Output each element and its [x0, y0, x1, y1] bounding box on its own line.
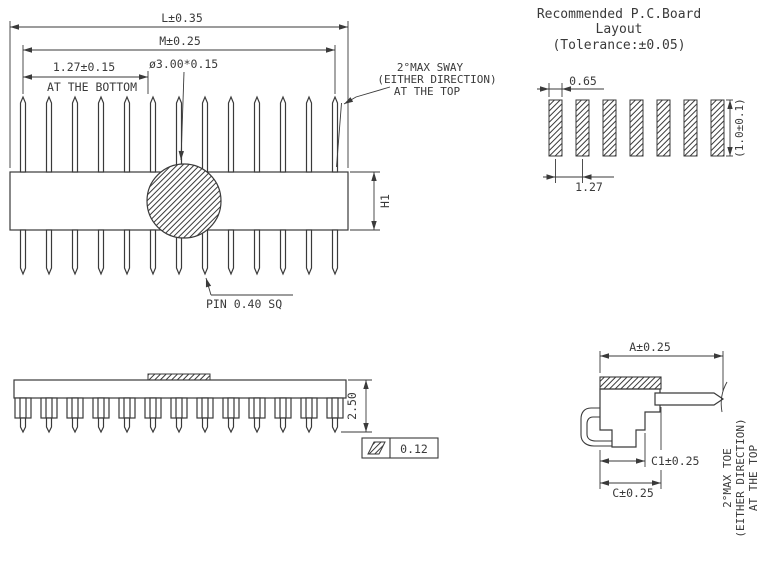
dim-a-label: A±0.25: [629, 340, 671, 354]
pin-unit: [222, 397, 240, 433]
pin-unit: [14, 397, 32, 433]
pcb-title-line2: Layout: [596, 22, 643, 37]
pin: [227, 229, 235, 275]
sway-pin-line: [336, 102, 342, 168]
pcb-layout-view: Recommended P.C.Board Layout (Tolerance:…: [537, 7, 746, 194]
pin-detail-view: A±0.25 C1±0.25 C±0.25 2°MAX TOE (EITHER …: [580, 340, 760, 538]
sway-leader: [343, 86, 391, 105]
pin: [253, 96, 261, 173]
pitch-location-note: AT THE BOTTOM: [47, 80, 137, 94]
pin: [97, 229, 105, 275]
pin-unit: [196, 397, 214, 433]
solder-pad: [710, 99, 725, 157]
pad-pitch-label: 1.27: [575, 180, 603, 194]
pin-dimension-lines: [599, 351, 724, 489]
pin: [331, 229, 339, 275]
pin: [279, 229, 287, 275]
toe-note-line2: (EITHER DIRECTION): [734, 418, 747, 537]
pin-body: [599, 388, 661, 448]
pin-callout-leader: [205, 277, 293, 296]
solder-pad: [548, 99, 563, 157]
pickup-pad: [147, 373, 211, 381]
pin-unit: [144, 397, 162, 433]
pin: [175, 96, 183, 173]
pin: [123, 229, 131, 275]
flatness-symbol-icon: [367, 441, 386, 455]
solder-pad: [656, 99, 671, 157]
toe-arc: [720, 381, 728, 413]
solder-pad: [629, 99, 644, 157]
pin-unit: [170, 397, 188, 433]
pin: [305, 96, 313, 173]
pin-unit: [274, 397, 292, 433]
pin-unit: [300, 397, 318, 433]
hole-section: [146, 163, 222, 239]
pin: [123, 96, 131, 173]
pin: [71, 96, 79, 173]
pcb-title-line3: (Tolerance:±0.05): [552, 38, 685, 53]
pin: [45, 229, 53, 275]
solder-foot: [580, 407, 612, 447]
solder-pad: [575, 99, 590, 157]
sway-note-line1: 2°MAX SWAY: [397, 61, 464, 74]
flatness-value: 0.12: [400, 442, 428, 456]
pin-unit: [326, 397, 344, 433]
solder-pads: [548, 99, 725, 157]
solder-foot-inner: [586, 416, 612, 442]
pin: [45, 96, 53, 173]
flatness-callout: 0.12: [361, 437, 439, 459]
pin-unit: [66, 397, 84, 433]
solder-pad: [683, 99, 698, 157]
pin: [19, 229, 27, 275]
side-body: [13, 379, 347, 399]
pin: [97, 96, 105, 173]
sway-note-line3: AT THE TOP: [394, 85, 461, 98]
pad-length-label: (1.0±0.1): [733, 98, 746, 158]
toe-note-line3: AT THE TOP: [747, 445, 760, 512]
pin: [227, 96, 235, 173]
dim-pitch-label: 1.27±0.15: [53, 60, 115, 74]
hole-leader: [178, 71, 185, 161]
pin: [149, 229, 157, 275]
hole-dim-label: ø3.00*0.15: [149, 57, 218, 71]
sway-note-line2: (EITHER DIRECTION): [377, 73, 496, 86]
dim-h1-label: H1: [378, 194, 392, 208]
pin-size-callout: PIN 0.40 SQ: [206, 297, 282, 311]
side-height-label: 2.50: [345, 392, 359, 420]
pin: [253, 229, 261, 275]
pin: [149, 96, 157, 173]
top-pins: [19, 96, 339, 173]
pin-unit: [248, 397, 266, 433]
solder-pad: [602, 99, 617, 157]
pin: [279, 96, 287, 173]
toe-note-line1: 2°MAX TOE: [721, 448, 734, 508]
front-view: L±0.35 M±0.25 1.27±0.15 AT THE BOTTOM ø3…: [9, 11, 497, 311]
dim-c-label: C±0.25: [612, 486, 654, 500]
side-dimension-lines: [341, 379, 372, 433]
side-view: 2.50 0.12: [13, 373, 439, 459]
dim-l-label: L±0.35: [161, 11, 203, 25]
pin-beam: [654, 392, 725, 406]
pin-unit: [118, 397, 136, 433]
pin-cap: [599, 376, 662, 390]
pcb-title-line1: Recommended P.C.Board: [537, 7, 701, 22]
pin: [19, 96, 27, 173]
pin: [71, 229, 79, 275]
pin: [305, 229, 313, 275]
pin-unit: [92, 397, 110, 433]
pin: [201, 96, 209, 173]
dimension-lines: [10, 24, 377, 230]
pin-unit: [40, 397, 58, 433]
pad-width-label: 0.65: [569, 74, 597, 88]
pin: [201, 229, 209, 275]
side-pin-units: [14, 397, 344, 433]
pad-dimension-lines: [537, 83, 733, 183]
dim-c1-label: C1±0.25: [651, 454, 699, 468]
dim-m-label: M±0.25: [159, 34, 201, 48]
